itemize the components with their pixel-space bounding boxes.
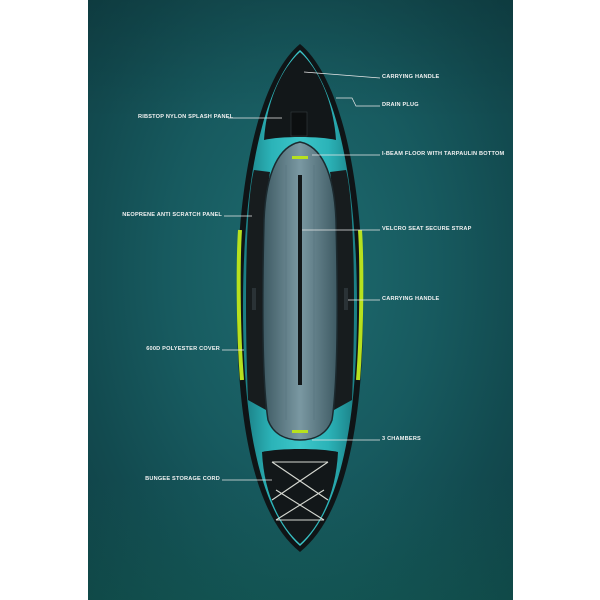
side-handle-left [252, 288, 256, 310]
side-handle-right [344, 288, 348, 310]
right-accent-stripe [356, 229, 364, 381]
callout-carrying-handle-side: CARRYING HANDLE [382, 296, 440, 302]
callout-neoprene-panel: NEOPRENE ANTI SCRATCH PANEL [122, 212, 222, 218]
callout-chambers: 3 CHAMBERS [382, 436, 421, 442]
floor-tab [292, 430, 308, 433]
left-accent-stripe [236, 229, 244, 381]
floor-tab [292, 156, 308, 159]
brand-patch [290, 111, 308, 137]
callout-velcro-strap: VELCRO SEAT SECURE STRAP [382, 226, 472, 232]
bungee-cord [271, 461, 329, 521]
callout-ripstop-splash-panel: RIBSTOP NYLON SPLASH PANEL [138, 114, 234, 120]
callout-carrying-handle-top: CARRYING HANDLE [382, 74, 440, 80]
callout-drain-plug: DRAIN PLUG [382, 102, 419, 108]
callout-bungee-cord: BUNGEE STORAGE CORD [145, 476, 220, 482]
velcro-strap [298, 175, 302, 385]
callout-polyester-cover: 600D POLYESTER COVER [146, 346, 220, 352]
leader-drain-plug [336, 97, 380, 107]
leader-carrying-handle-top [303, 71, 381, 79]
callout-ibeam-floor: I-BEAM FLOOR WITH TARPAULIN BOTTOM [382, 151, 505, 157]
